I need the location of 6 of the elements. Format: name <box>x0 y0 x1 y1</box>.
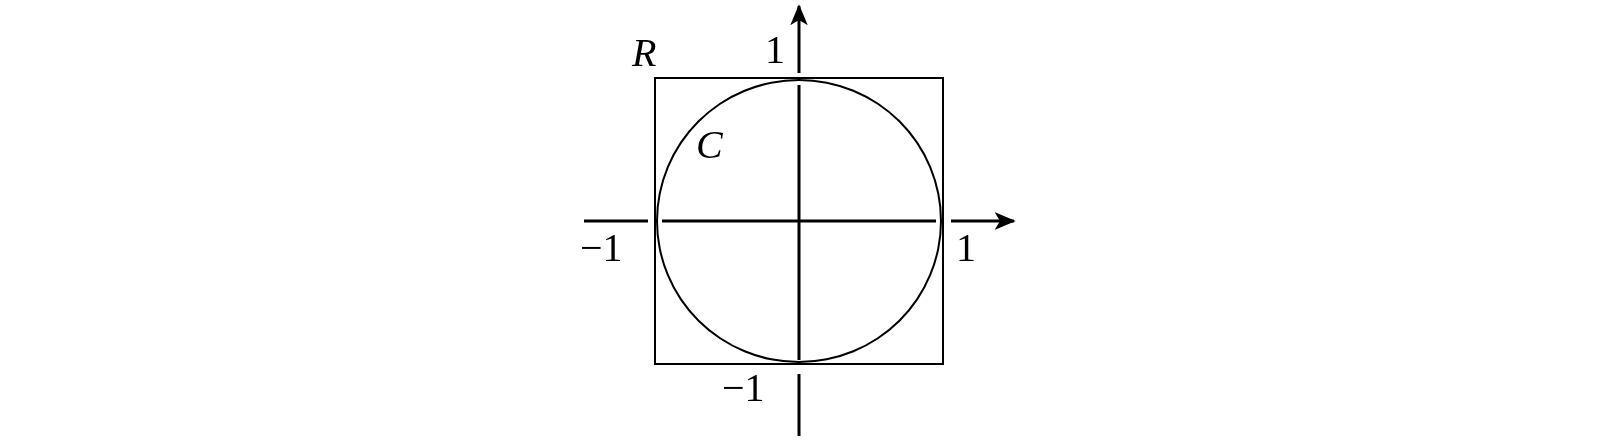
region-label: R <box>632 33 657 73</box>
tick-label: −1 <box>580 228 623 268</box>
tick-label: 1 <box>765 30 785 70</box>
tick-label: −1 <box>722 368 765 408</box>
tick-label: 1 <box>956 228 976 268</box>
region-label: C <box>696 125 723 165</box>
